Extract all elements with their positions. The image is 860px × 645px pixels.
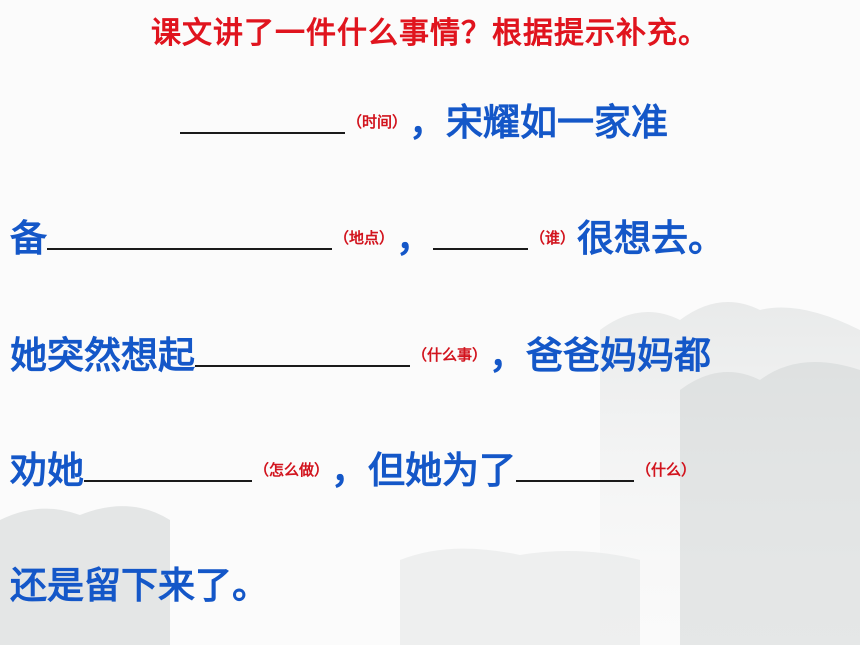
hint-place: （地点） — [334, 229, 395, 247]
sentence-line-3: 她突然想起 （什么事） ，爸爸妈妈都 — [10, 325, 711, 379]
hint-how: （怎么做） — [254, 461, 330, 479]
hint-who: （谁） — [530, 229, 576, 247]
sentence-text: 劝她 — [10, 449, 84, 492]
sentence-text: 还是留下来了。 — [10, 564, 269, 607]
fill-blank-what-thing[interactable] — [195, 364, 410, 367]
sentence-line-5: 还是留下来了。 — [10, 555, 269, 609]
sentence-text: 备 — [10, 217, 47, 260]
sentence-text: ， — [396, 217, 434, 260]
hint-what: （什么） — [636, 461, 697, 479]
fill-blank-time[interactable] — [180, 131, 345, 134]
sentence-text: ，宋耀如一家准 — [409, 101, 669, 144]
page-title: 课文讲了一件什么事情？根据提示补充。 — [151, 16, 709, 51]
fill-blank-what[interactable] — [516, 479, 635, 482]
fill-blank-who[interactable] — [433, 247, 529, 250]
sentence-text: 她突然想起 — [10, 334, 195, 377]
sentence-line-1: （时间） ，宋耀如一家准 — [180, 92, 668, 146]
hint-what-thing: （什么事） — [412, 346, 488, 364]
fill-blank-how[interactable] — [84, 479, 252, 482]
sentence-text: 很想去。 — [577, 217, 726, 260]
sentence-line-2: 备 （地点） ， （谁） 很想去。 — [10, 208, 725, 262]
sentence-line-4: 劝她 （怎么做） ，但她为了 （什么） — [10, 440, 698, 494]
hint-time: （时间） — [347, 113, 408, 131]
fill-blank-place[interactable] — [47, 247, 332, 250]
sentence-text: ，爸爸妈妈都 — [489, 334, 712, 377]
sentence-text: ，但她为了 — [331, 449, 517, 492]
